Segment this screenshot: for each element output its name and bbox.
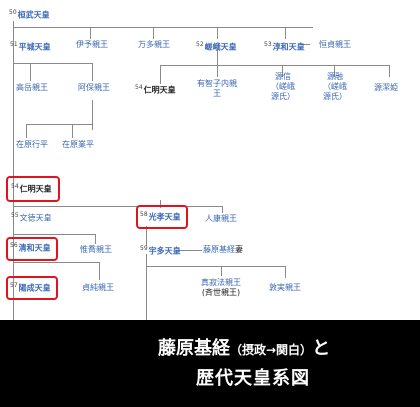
- node-abo[interactable]: 阿保親王: [78, 83, 110, 92]
- tree-line: [217, 27, 218, 39]
- tree-line: [13, 21, 14, 320]
- node-mototsune[interactable]: 藤原基経妻: [203, 245, 243, 255]
- tree-line: [389, 65, 390, 77]
- node-label: 清和天皇: [18, 243, 51, 253]
- tree-line: [300, 44, 310, 45]
- node-minamoto-kiyohime[interactable]: 源潔姫: [374, 83, 398, 92]
- node-label: 陽成天皇: [18, 283, 51, 293]
- tree-line: [95, 234, 96, 244]
- tree-line: [13, 206, 223, 207]
- node-koretaka[interactable]: 惟喬親王: [80, 245, 112, 254]
- node-minamoto-makoto[interactable]: 源信（嵯峨源氏）: [271, 72, 295, 101]
- caption-line-1: 藤原基経（摂政→関白）と: [158, 334, 330, 360]
- caption-paren: （摂政→関白）: [230, 343, 313, 357]
- reign-number: 50: [9, 9, 17, 16]
- node-junna[interactable]: 53淳和天皇: [264, 40, 305, 53]
- tree-line: [217, 65, 218, 77]
- node-label: 光孝天皇: [148, 212, 181, 222]
- node-label: 藤原基経: [203, 245, 235, 254]
- node-narihira[interactable]: 在原業平: [62, 140, 94, 149]
- tree-line: [26, 124, 27, 138]
- node-label: 平城天皇: [18, 42, 51, 52]
- reign-number: 55: [11, 212, 19, 219]
- tree-line: [90, 27, 91, 39]
- node-atsumi[interactable]: 敦実親王: [269, 283, 301, 292]
- node-heizei[interactable]: 51平城天皇: [10, 40, 51, 53]
- tree-line: [176, 250, 202, 251]
- node-yozei[interactable]: 57陽成天皇: [10, 281, 51, 294]
- node-iyo[interactable]: 伊予親王: [76, 40, 108, 49]
- node-label: 文徳天皇: [19, 213, 52, 223]
- reign-number: 59: [140, 245, 148, 252]
- node-label: 淳和天皇: [272, 42, 305, 52]
- caption-main: 藤原基経: [158, 338, 230, 359]
- node-label: 仁明天皇: [19, 184, 52, 194]
- reign-number: 58: [140, 211, 148, 218]
- node-sadazumi[interactable]: 貞純親王: [82, 283, 114, 292]
- node-ninmyo-top: 54仁明天皇: [135, 83, 176, 96]
- tree-line: [13, 262, 100, 263]
- tree-line: [13, 27, 313, 28]
- node-label: 仁明天皇: [143, 85, 176, 95]
- tree-line: [160, 65, 161, 84]
- tree-line: [160, 200, 161, 208]
- reign-number: 54: [11, 183, 19, 190]
- tree-line: [26, 124, 93, 125]
- node-hitoyasu[interactable]: 人康親王: [205, 214, 237, 223]
- tree-line: [99, 262, 100, 280]
- tree-line: [72, 124, 73, 138]
- tree-line: [222, 206, 223, 213]
- tree-line: [146, 254, 147, 320]
- tree-line: [92, 100, 93, 130]
- tree-line: [146, 226, 147, 246]
- node-uda[interactable]: 59宇多天皇: [140, 244, 181, 257]
- node-minamoto-toru[interactable]: 源融（嵯峨源氏）: [323, 72, 347, 101]
- tree-line: [92, 63, 93, 81]
- node-uchi[interactable]: 有智子内親王: [197, 79, 237, 98]
- tree-line: [160, 65, 390, 66]
- family-tree: 50桓武天皇 51平城天皇 伊予親王 万多親王 52嵯峨天皇 53淳和天皇 恒貞…: [6, 8, 398, 320]
- highlight-box: [6, 276, 58, 300]
- tree-line: [285, 266, 286, 278]
- tree-line: [30, 63, 31, 81]
- node-saga[interactable]: 52嵯峨天皇: [196, 40, 237, 53]
- node-koko[interactable]: 58光孝天皇: [140, 210, 181, 223]
- caption-line-2: 歴代天皇系図: [196, 368, 310, 389]
- node-yukihira[interactable]: 在原行平: [16, 140, 48, 149]
- reign-number: 51: [10, 41, 18, 48]
- highlight-box: [6, 176, 60, 202]
- node-montoku[interactable]: 55文徳天皇: [11, 211, 52, 224]
- node-label: 宇多天皇: [148, 246, 181, 256]
- tree-line: [217, 48, 218, 65]
- node-label: 嵯峨天皇: [204, 42, 237, 52]
- node-sublabel: (斉世親王): [201, 288, 241, 297]
- tree-line: [146, 266, 286, 267]
- node-kammu[interactable]: 50桓武天皇: [9, 8, 50, 21]
- caption-end: と: [312, 338, 331, 359]
- node-mansa[interactable]: 万多親王: [138, 40, 170, 49]
- reign-number: 52: [196, 41, 204, 48]
- tree-line: [13, 63, 93, 64]
- node-takaoka[interactable]: 高岳親王: [16, 83, 48, 92]
- node-shinjaku[interactable]: 真寂法親王 (斉世親王): [196, 278, 246, 298]
- tree-line: [13, 234, 96, 235]
- node-seiwa[interactable]: 56清和天皇: [10, 241, 51, 254]
- highlight-box: [6, 237, 58, 261]
- tree-line: [153, 27, 154, 39]
- tree-line: [334, 65, 335, 77]
- reign-number: 56: [10, 242, 18, 249]
- tree-line: [285, 27, 286, 39]
- caption-banner: 藤原基経（摂政→関白）と 歴代天皇系図: [0, 320, 420, 407]
- reign-number: 53: [264, 41, 272, 48]
- reign-number: 54: [135, 84, 143, 91]
- tree-line: [282, 65, 283, 77]
- relation-label: 妻: [235, 245, 243, 254]
- reign-number: 57: [10, 282, 18, 289]
- node-ninmyo: 54仁明天皇: [11, 182, 52, 195]
- node-tsunesada[interactable]: 恒貞親王: [319, 40, 351, 49]
- node-label: 真寂法親王: [201, 278, 241, 287]
- tree-line: [221, 266, 222, 276]
- node-label: 桓武天皇: [17, 10, 50, 20]
- highlight-box: [136, 205, 188, 229]
